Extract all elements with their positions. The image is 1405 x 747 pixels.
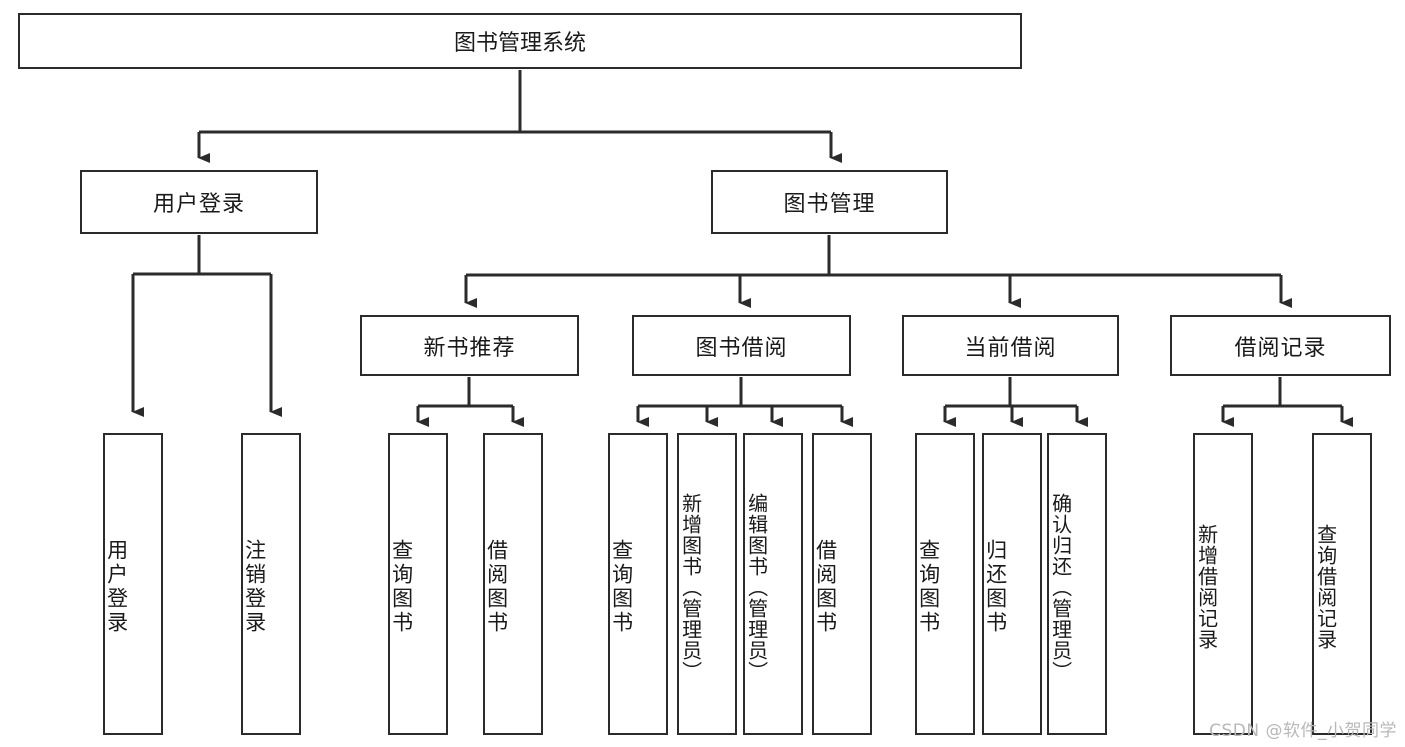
node-label: 图书管理系统	[453, 31, 586, 56]
watermark-text: CSDN @软件_小贺同学	[1209, 721, 1397, 741]
node-leaf-borrow-book-new[interactable]: 借阅图书	[483, 433, 543, 735]
node-label: 查询图书	[916, 539, 941, 635]
node-label: 查询借阅记录	[1313, 524, 1338, 650]
node-new-book-recommend[interactable]: 新书推荐	[360, 315, 579, 376]
node-book-borrow[interactable]: 图书借阅	[632, 315, 851, 376]
node-label: 查询图书	[609, 539, 634, 635]
node-label: 借阅图书	[484, 539, 509, 635]
node-label: 查询图书	[389, 539, 414, 635]
node-leaf-query-book-borrow[interactable]: 查询图书	[608, 433, 668, 735]
node-label: 编辑图书（管理员）	[744, 492, 769, 682]
node-leaf-add-borrow-record[interactable]: 新增借阅记录	[1193, 433, 1253, 735]
node-leaf-edit-book-admin[interactable]: 编辑图书（管理员）	[743, 433, 803, 735]
node-label: 图书管理	[783, 192, 876, 217]
node-label: 图书借阅	[695, 335, 788, 361]
node-leaf-borrow-book[interactable]: 借阅图书	[812, 433, 872, 735]
node-label: 注销登录	[242, 539, 267, 635]
node-user-login[interactable]: 用户登录	[80, 170, 318, 234]
node-leaf-logout[interactable]: 注销登录	[241, 433, 301, 735]
node-label: 新书推荐	[423, 335, 516, 361]
node-root-system[interactable]: 图书管理系统	[18, 13, 1022, 69]
node-book-management[interactable]: 图书管理	[711, 170, 948, 234]
node-label: 当前借阅	[964, 335, 1057, 361]
node-label: 借阅记录	[1234, 335, 1327, 361]
node-label: 确认归还（管理员）	[1048, 492, 1073, 682]
node-leaf-return-book[interactable]: 归还图书	[982, 433, 1042, 735]
node-leaf-add-book-admin[interactable]: 新增图书（管理员）	[677, 433, 737, 735]
node-leaf-query-borrow-record[interactable]: 查询借阅记录	[1312, 433, 1372, 735]
node-leaf-query-book-current[interactable]: 查询图书	[915, 433, 975, 735]
node-label: 归还图书	[983, 539, 1008, 635]
node-leaf-user-login[interactable]: 用户登录	[103, 433, 163, 735]
node-label: 用户登录	[104, 539, 129, 635]
node-current-borrow[interactable]: 当前借阅	[902, 315, 1119, 376]
node-borrow-record[interactable]: 借阅记录	[1170, 315, 1391, 376]
node-label: 新增借阅记录	[1194, 524, 1219, 650]
node-leaf-confirm-return-admin[interactable]: 确认归还（管理员）	[1047, 433, 1107, 735]
node-label: 借阅图书	[813, 539, 838, 635]
node-label: 用户登录	[152, 192, 245, 217]
node-leaf-query-book-new[interactable]: 查询图书	[388, 433, 448, 735]
node-label: 新增图书（管理员）	[678, 492, 703, 682]
